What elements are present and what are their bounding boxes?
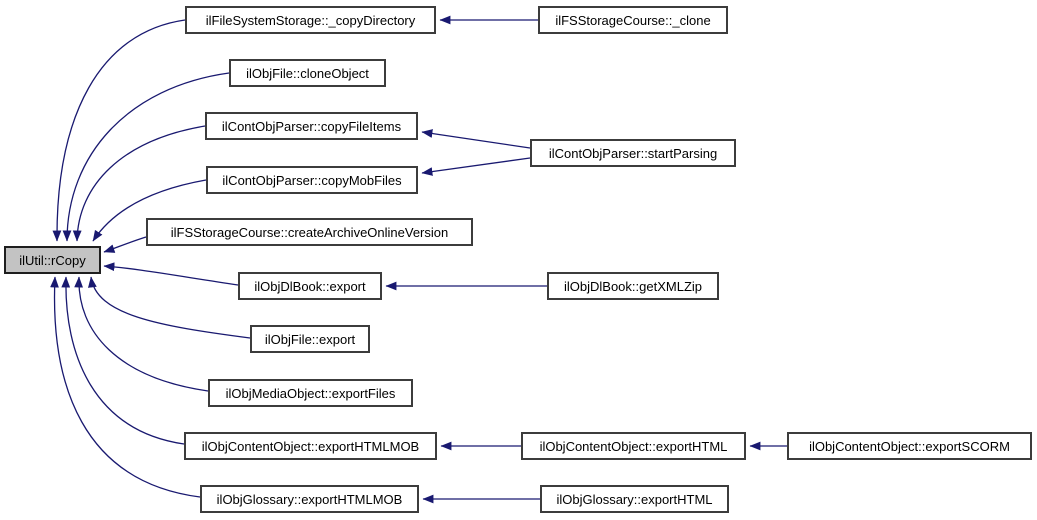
- node-export-scorm[interactable]: ilObjContentObject::exportSCORM: [787, 432, 1032, 460]
- node-get-xml-zip[interactable]: ilObjDlBook::getXMLZip: [547, 272, 719, 300]
- node-media-export-files[interactable]: ilObjMediaObject::exportFiles: [208, 379, 413, 407]
- node-fs-clone[interactable]: ilFSStorageCourse::_clone: [538, 6, 728, 34]
- edge-cont-export-htmlmob-to-rcopy: [61, 276, 185, 445]
- edge-start-parsing-to-copy-file-items: [421, 129, 531, 149]
- node-copy-file-items[interactable]: ilContObjParser::copyFileItems: [205, 112, 418, 140]
- edge-copy-file-items-to-rcopy: [72, 125, 206, 242]
- node-start-parsing[interactable]: ilContObjParser::startParsing: [530, 139, 736, 167]
- node-rcopy: ilUtil::rCopy: [4, 246, 101, 274]
- node-gloss-export-html[interactable]: ilObjGlossary::exportHTML: [540, 485, 729, 513]
- edge-copy-mob-files-to-rcopy: [92, 179, 207, 242]
- node-copy-mob-files[interactable]: ilContObjParser::copyMobFiles: [206, 166, 418, 194]
- edge-clone-object-to-rcopy: [62, 72, 230, 242]
- node-clone-object[interactable]: ilObjFile::cloneObject: [229, 59, 386, 87]
- node-copy-directory[interactable]: ilFileSystemStorage::_copyDirectory: [185, 6, 436, 34]
- edge-start-parsing-to-copy-mob-files: [421, 157, 531, 176]
- node-file-export[interactable]: ilObjFile::export: [250, 325, 370, 353]
- edge-copy-directory-to-rcopy: [52, 19, 186, 242]
- edge-dlbook-export-to-rcopy: [103, 262, 239, 286]
- edge-file-export-to-rcopy: [88, 276, 251, 339]
- node-create-archive[interactable]: ilFSStorageCourse::createArchiveOnlineVe…: [146, 218, 473, 246]
- node-gloss-export-htmlmob[interactable]: ilObjGlossary::exportHTMLMOB: [200, 485, 419, 513]
- node-cont-export-html[interactable]: ilObjContentObject::exportHTML: [521, 432, 746, 460]
- edge-gloss-export-htmlmob-to-rcopy: [50, 276, 201, 498]
- node-cont-export-htmlmob[interactable]: ilObjContentObject::exportHTMLMOB: [184, 432, 437, 460]
- node-dlbook-export[interactable]: ilObjDlBook::export: [238, 272, 382, 300]
- edge-media-export-files-to-rcopy: [74, 276, 209, 392]
- edge-create-archive-to-rcopy: [103, 236, 147, 253]
